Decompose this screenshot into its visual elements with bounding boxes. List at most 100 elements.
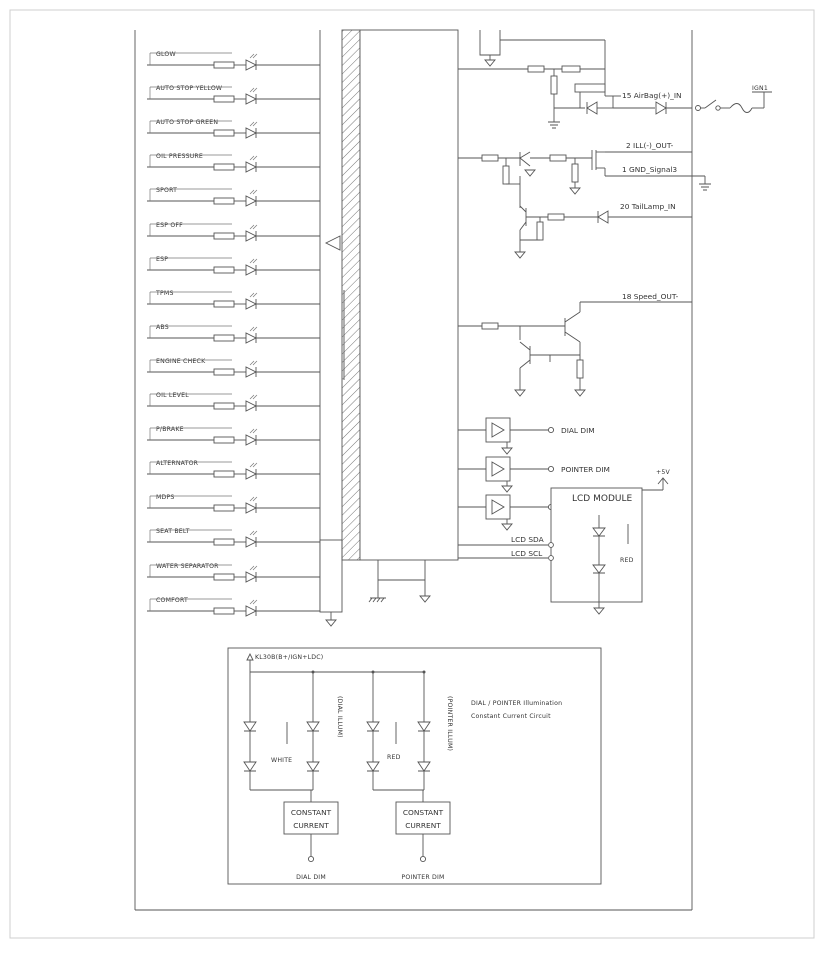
ground-icon [569,187,581,195]
indicator-label: ESP [156,256,168,263]
indicator-label: ESP OFF [156,222,183,229]
pointer-illum-label: (POINTER ILLUM) [446,696,453,751]
indicator-row: TPMS [147,290,320,310]
connector-pin-icon [419,855,427,863]
ground-icon [699,183,711,191]
lcd-module-title: LCD MODULE [572,494,632,504]
resistor-icon [213,504,235,512]
emission-arrow-icon [249,462,258,468]
resistor-icon [213,232,235,240]
emission-arrow-icon [249,496,258,502]
resistor-icon [213,334,235,342]
led-icon [245,195,258,207]
indicator-label: AUTO STOP YELLOW [156,85,222,92]
indicator-label: OIL PRESSURE [156,153,203,160]
pointer-dim-buffer: POINTER DIM [458,456,610,493]
indicator-row: ABS [147,324,320,344]
triangle-marker-icon [324,235,341,251]
emission-arrow-icon [249,530,258,536]
lcd-buffer [458,494,555,531]
led-columns [243,672,431,790]
pointer-cc-line2: CURRENT [405,821,441,830]
buffer-icon [491,422,505,438]
lcd-red-label: RED [620,557,634,564]
illum-note-line2: Constant Current Circuit [471,713,551,720]
indicator-label: ALTERNATOR [156,460,199,467]
led-icon [245,502,258,514]
indicator-row: SPORT [147,187,320,207]
emission-arrow-icon [249,394,258,400]
illumination-output-circuit: 2 ILL(-)_OUT- 1 GND_Signal3 20 TailLamp_… [458,141,711,259]
airbag-circuit: IGN1 15 AirBag(+)_IN [458,30,772,129]
resistor-icon [213,61,235,69]
bottom-dial-dim-label: DIAL DIM [296,874,326,881]
dial-illum-label: (DIAL ILLUM) [336,696,343,738]
resistor-icon [213,402,235,410]
bus-terminator-box [319,539,343,613]
pointer-dim-label: POINTER DIM [561,465,610,474]
chassis-ground-icon [368,597,386,603]
led-icon [245,127,258,139]
indicator-row: OIL PRESSURE [147,153,320,173]
connector-pin-icon [548,555,554,561]
ground-icon [501,447,513,455]
ground-icon [514,389,526,397]
led-column [306,672,320,790]
lcd-scl-label: LCD SCL [511,549,543,558]
led-icon [586,101,598,115]
led-icon [245,366,258,378]
connector-pin-icon [547,426,555,434]
indicator-label: SEAT BELT [156,528,190,535]
led-icon [245,468,258,480]
indicator-label: WATER SEPARATOR [156,563,219,570]
indicator-row: P/BRAKE [147,426,320,446]
indicator-row: AUTO STOP YELLOW [147,85,320,105]
dial-constant-current-box [283,801,339,835]
indicator-label: AUTO STOP GREEN [156,119,218,126]
led-icon [245,605,258,617]
ign-label: IGN1 [752,85,768,92]
illum-note-line1: DIAL / POINTER Illumination [471,700,562,707]
indicator-label: OIL LEVEL [156,392,189,399]
resistor-icon [213,573,235,581]
ground-icon [325,619,337,627]
pointer-cc-line1: CONSTANT [403,808,444,817]
resistor-icon [213,368,235,376]
led-icon [245,434,258,446]
ground-icon [501,485,513,493]
led-column [366,672,380,790]
dial-dim-label: DIAL DIM [561,426,595,435]
emission-arrow-icon [249,121,258,127]
indicator-row: ESP OFF [147,222,320,242]
fuse-icon [729,103,753,113]
led-column [243,672,257,790]
dial-cc-line1: CONSTANT [291,808,332,817]
indicator-label: COMFORT [156,597,188,604]
ground-icon [548,121,560,129]
resistor-icon [213,266,235,274]
emission-arrow-icon [249,155,258,161]
diode-icon [655,101,667,115]
led-icon [245,93,258,105]
hatched-connector-strip [341,29,361,561]
ground-icon [484,59,496,67]
pointer-constant-current-box [395,801,451,835]
ground-icon [574,389,586,397]
emission-arrow-icon [249,189,258,195]
led-icon [245,536,258,548]
illum-supply-label: KL30B(B+/IGN+LDC) [255,654,323,661]
resistor-icon [213,607,235,615]
indicator-row: ENGINE CHECK [147,358,320,378]
indicator-row: COMFORT [147,597,320,617]
emission-arrow-icon [249,224,258,230]
emission-arrow-icon [249,53,258,59]
page-border [9,9,815,939]
supply-arrow-icon [657,477,669,485]
led-icon [245,161,258,173]
ground-icon [514,251,526,259]
resistor-icon [213,197,235,205]
speed-pin-label: 18 Speed_OUT- [622,292,679,301]
ground-icon [524,169,536,177]
resistor-icon [213,436,235,444]
taillamp-pin-label: 20 TailLamp_IN [620,202,676,211]
